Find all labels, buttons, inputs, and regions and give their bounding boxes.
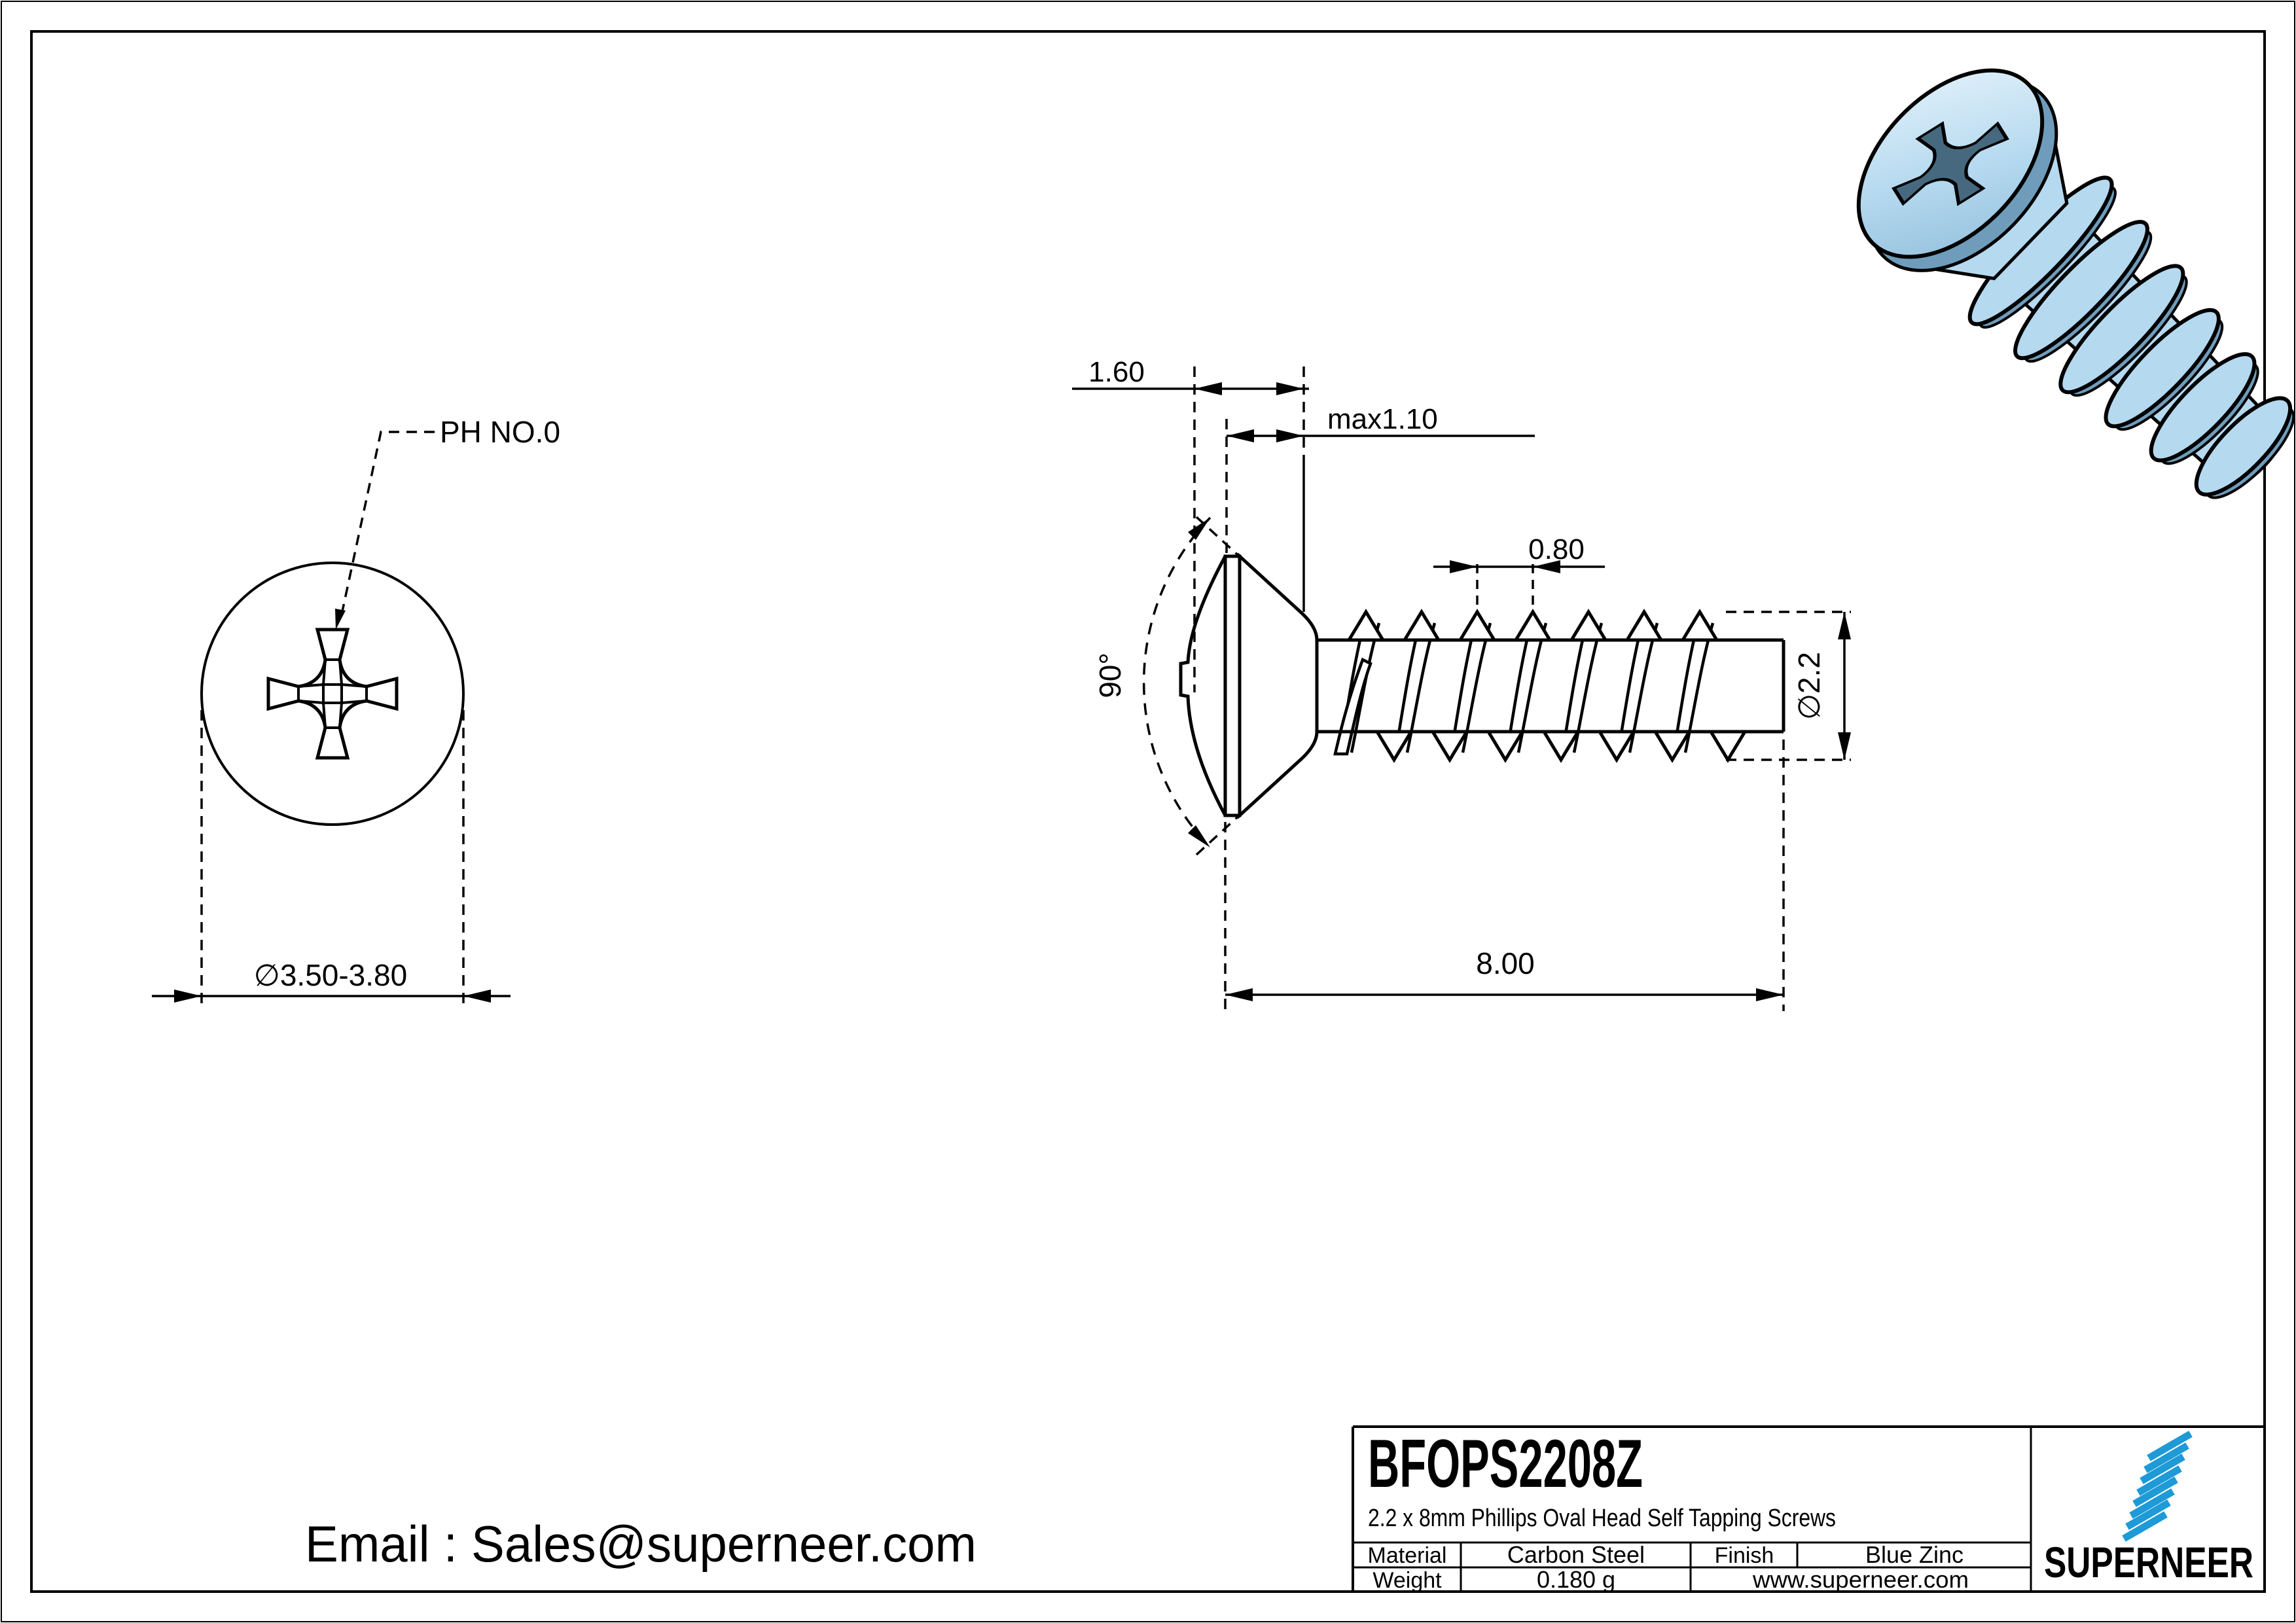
brand-name: SUPERNEER	[2044, 1538, 2253, 1586]
weight-value: 0.180 g	[1537, 1566, 1615, 1593]
front-view	[152, 431, 511, 1009]
dome-height-value: max1.10	[1327, 403, 1438, 435]
superneer-logo-icon	[2122, 1431, 2193, 1542]
thread-pitch-dimension	[1433, 560, 1605, 611]
head-angle-value: 90°	[1093, 652, 1127, 698]
dome-height-dimension	[1225, 419, 1535, 554]
head-outline	[200, 562, 465, 826]
screw-3d-phillips-recess-icon	[1892, 121, 2009, 206]
drawing-frame-border	[30, 30, 2266, 1593]
website-link[interactable]: www.superneer.com	[1752, 1566, 1969, 1593]
head-diameter-value: ∅3.50-3.80	[254, 958, 407, 992]
screw-length-value: 8.00	[1476, 946, 1535, 980]
head-band	[1223, 554, 1242, 817]
thread-pitch-value: 0.80	[1528, 533, 1585, 565]
title-block	[1352, 1425, 2265, 1592]
recess-leader-arrowhead-icon	[335, 609, 346, 630]
finish-label: Finish	[1715, 1543, 1774, 1568]
screw-3d-threads	[1967, 175, 2295, 499]
shank-outline	[1316, 638, 1785, 734]
head-height-value: 1.60	[1088, 356, 1145, 388]
contact-email: Email : Sales@superneer.com	[305, 1515, 977, 1573]
material-label: Material	[1368, 1543, 1447, 1568]
phillips-recess-icon	[266, 628, 399, 760]
side-view	[1072, 366, 1851, 1011]
head-dome	[1179, 555, 1227, 817]
recess-leader	[339, 431, 435, 621]
head-cone	[1238, 552, 1319, 819]
thread-diameter-dimension	[1726, 611, 1851, 761]
thread-diameter-value: ∅2.2	[1792, 652, 1826, 720]
weight-label: Weight	[1372, 1568, 1442, 1593]
screw-3d-render	[1856, 68, 2295, 499]
part-number: BFOPS2208Z	[1368, 1426, 1643, 1502]
part-description: 2.2 x 8mm Phillips Oval Head Self Tappin…	[1368, 1505, 1836, 1532]
finish-value: Blue Zinc	[1865, 1541, 1964, 1568]
recess-label: PH NO.0	[440, 415, 560, 449]
thread-crests-top	[1346, 609, 1720, 642]
head-diameter-dimension	[152, 710, 511, 1009]
head-angle-dimension	[1142, 516, 1245, 856]
material-value: Carbon Steel	[1507, 1541, 1645, 1568]
screw-length-dimension	[1224, 740, 1785, 1011]
